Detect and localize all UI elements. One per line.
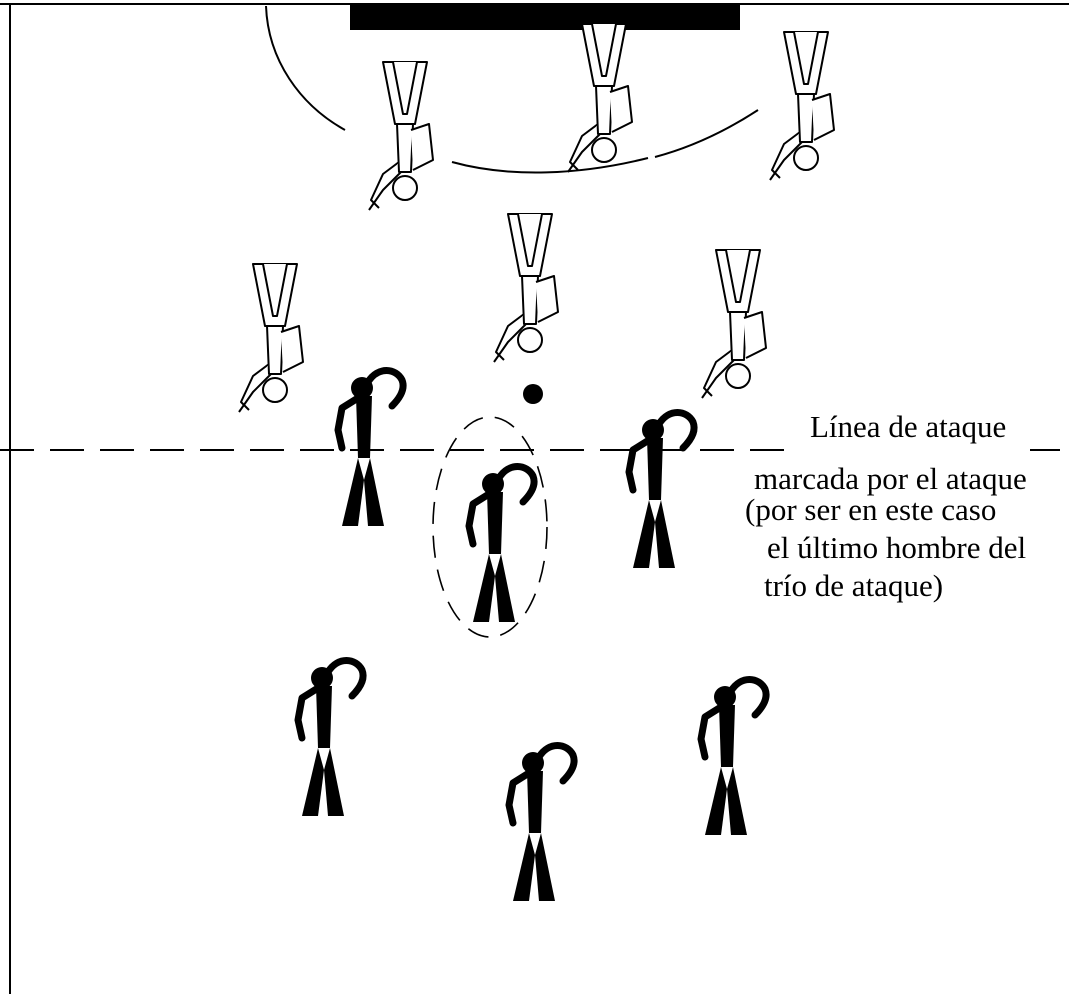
attacker-2 bbox=[469, 467, 534, 623]
attacker-3 bbox=[629, 413, 694, 569]
defender-1 bbox=[368, 61, 434, 211]
defender-6 bbox=[701, 249, 767, 399]
goal-area-arc-right bbox=[654, 109, 759, 158]
annotation-line-4: el último hombre del bbox=[767, 530, 1026, 565]
attacker-5 bbox=[509, 746, 574, 902]
goal-area-arc-left bbox=[265, 5, 346, 131]
annotation-line-5: trío de ataque) bbox=[764, 568, 943, 603]
defender-2 bbox=[567, 23, 633, 173]
ball bbox=[523, 384, 543, 404]
annotation-line-3: (por ser en este caso bbox=[745, 492, 996, 527]
defender-5 bbox=[493, 213, 559, 363]
attacker-1 bbox=[338, 371, 403, 527]
attacker-6 bbox=[701, 680, 766, 836]
defender-4 bbox=[238, 263, 304, 413]
highlight-ellipse bbox=[432, 416, 548, 638]
goal bbox=[350, 4, 740, 30]
attacker-4 bbox=[298, 661, 363, 817]
annotation-line-2: marcada por el ataque bbox=[754, 461, 1027, 496]
annotation-line-1: Línea de ataque bbox=[810, 409, 1006, 444]
goal-area-arc-middle bbox=[451, 157, 649, 174]
defender-3 bbox=[769, 31, 835, 181]
